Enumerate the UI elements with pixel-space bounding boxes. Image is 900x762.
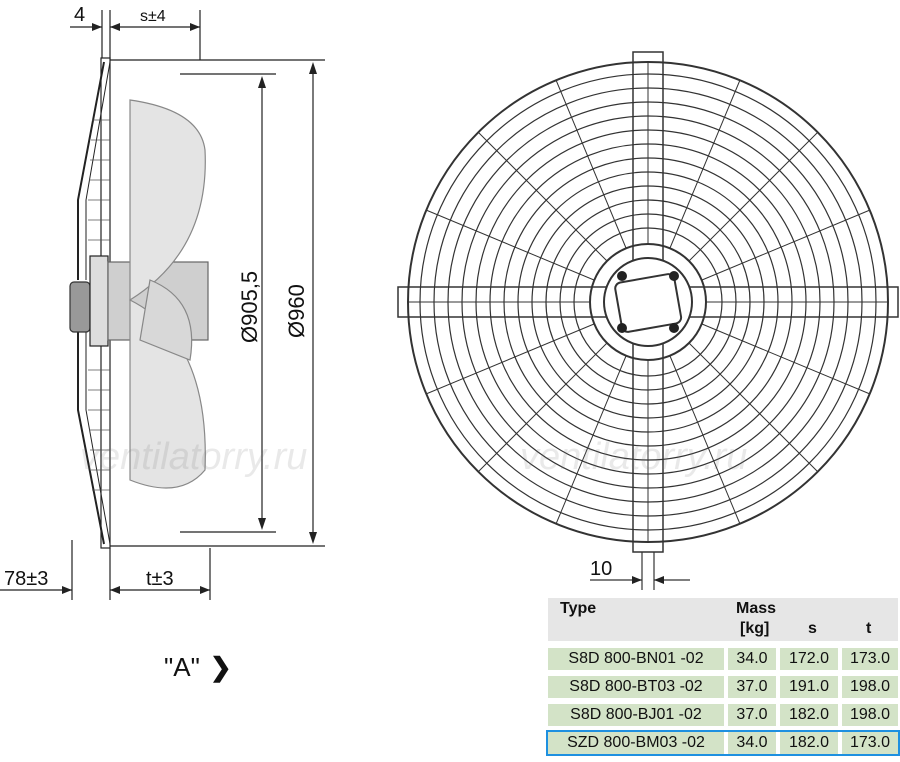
watermark-left: ventilatorry.ru (80, 436, 308, 478)
cell-mass: 37.0 (728, 676, 776, 698)
watermark-right: ventilatorry.ru (520, 436, 748, 478)
dim-outer-diameter: Ø960 (284, 284, 309, 338)
table-row: S8D 800-BJ01 -02 37.0 182.0 198.0 (548, 704, 898, 726)
table-header: Type Mass [kg] s t (548, 598, 898, 641)
cell-t: 198.0 (842, 676, 898, 698)
cell-mass: 34.0 (728, 732, 776, 754)
header-mass: Mass (736, 600, 777, 617)
cell-s: 182.0 (780, 704, 838, 726)
cell-mass: 37.0 (728, 704, 776, 726)
spec-table: Type Mass [kg] s t S8D 800-BN01 -02 34.0… (546, 598, 900, 758)
table-row-highlighted: SZD 800-BM03 -02 34.0 182.0 173.0 (546, 730, 900, 756)
header-s: s (808, 620, 817, 637)
cell-type: SZD 800-BM03 -02 (548, 732, 724, 754)
cell-t: 198.0 (842, 704, 898, 726)
cell-s: 191.0 (780, 676, 838, 698)
cell-mass: 34.0 (728, 648, 776, 670)
cell-s: 182.0 (780, 732, 838, 754)
dim-strut-width: 10 (590, 558, 613, 580)
cell-t: 173.0 (842, 648, 898, 670)
cell-type: S8D 800-BT03 -02 (548, 676, 724, 698)
view-label: "A" ❯ (164, 652, 232, 683)
cell-t: 173.0 (842, 732, 898, 754)
header-t: t (866, 620, 872, 637)
table-row: S8D 800-BN01 -02 34.0 172.0 173.0 (548, 648, 898, 670)
cell-type: S8D 800-BJ01 -02 (548, 704, 724, 726)
header-type: Type (560, 600, 597, 617)
view-label-text: "A" (164, 652, 200, 682)
dim-t-tolerance: t±3 (146, 568, 174, 590)
dim-s-tolerance: s±4 (140, 8, 166, 25)
chevron-right-icon: ❯ (209, 652, 232, 682)
header-mass-unit: [kg] (740, 620, 770, 637)
dim-flange: 4 (74, 4, 86, 26)
cell-type: S8D 800-BN01 -02 (548, 648, 724, 670)
dim-base: 78±3 (4, 568, 49, 590)
dim-inner-diameter: Ø905,5 (237, 270, 262, 343)
table-row: S8D 800-BT03 -02 37.0 191.0 198.0 (548, 676, 898, 698)
front-view-drawing (397, 51, 899, 590)
cell-s: 172.0 (780, 648, 838, 670)
